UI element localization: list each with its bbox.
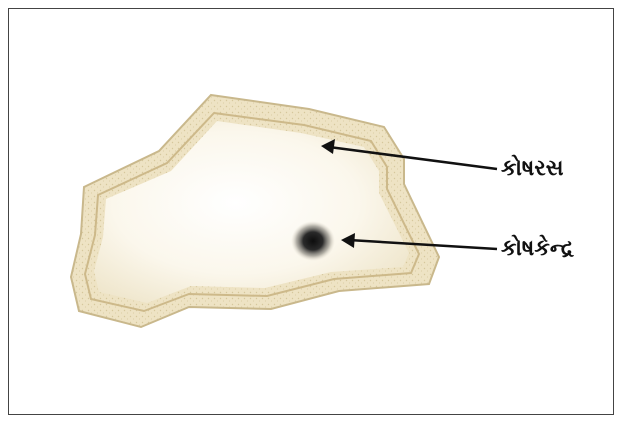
figure-frame: કોષરસ કોષકેન્દ્ર [8,8,614,415]
cell-diagram [9,9,615,416]
cytoplasm-label: કોષરસ [501,156,564,181]
nucleus-label: કોષકેન્દ્ર [501,236,574,261]
nucleus [291,221,335,261]
